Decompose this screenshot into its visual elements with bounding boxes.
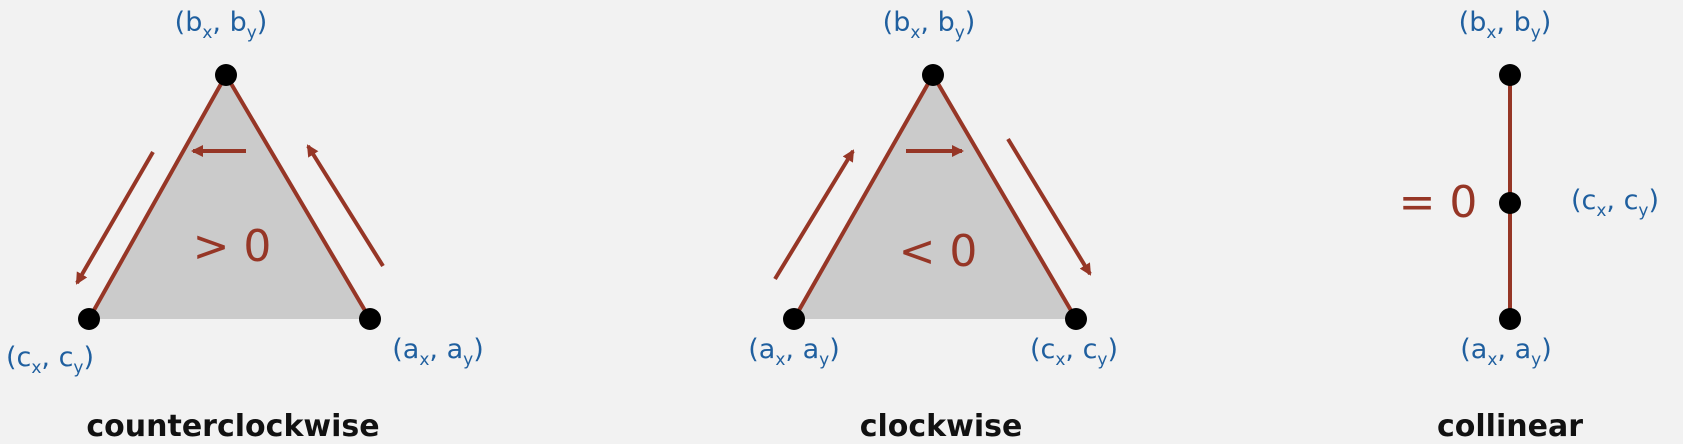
caption: counterclockwise [86,409,379,444]
arrow-right-down [1006,137,1092,276]
label-c: (cx, cy) [6,342,94,378]
label-a: (ax, ay) [1460,334,1551,370]
arrow-left-down [75,150,155,285]
panel-collinear: = 0 (bx, by) (cx, cy) (ax, ay) collinear [1399,7,1659,444]
edge-b-a [792,74,935,320]
point-b [1499,64,1521,86]
arrow-left-up [773,149,855,281]
label-a: (ax, ay) [748,334,839,370]
arrow-right-up [306,144,385,268]
point-b [215,64,237,86]
label-a: (ax, ay) [392,334,483,370]
point-c [1499,192,1521,214]
point-a [1499,308,1521,330]
point-b [922,64,944,86]
edge-b-c [931,73,1078,321]
label-b: (bx, by) [1459,7,1552,43]
sign-label: = 0 [1399,177,1478,228]
sign-label: < 0 [899,226,978,277]
point-c [78,308,100,330]
label-b: (bx, by) [175,7,268,43]
panel-counterclockwise: > 0 (bx, by) (cx, cy) (ax, ay) countercl… [6,7,484,444]
panel-clockwise: < 0 (bx, by) (ax, ay) (cx, cy) clockwise [748,7,1118,444]
label-b: (bx, by) [883,7,976,43]
point-c [1065,308,1087,330]
edge-b-a [224,73,372,321]
label-c: (cx, cy) [1030,334,1118,370]
label-c: (cx, cy) [1571,185,1659,221]
triangle-fill [89,75,370,319]
caption: clockwise [860,409,1023,444]
triangle-fill [794,75,1076,319]
point-a [783,308,805,330]
point-a [359,308,381,330]
caption: collinear [1437,409,1583,444]
edge-b-c [87,74,228,320]
sign-label: > 0 [193,221,272,272]
